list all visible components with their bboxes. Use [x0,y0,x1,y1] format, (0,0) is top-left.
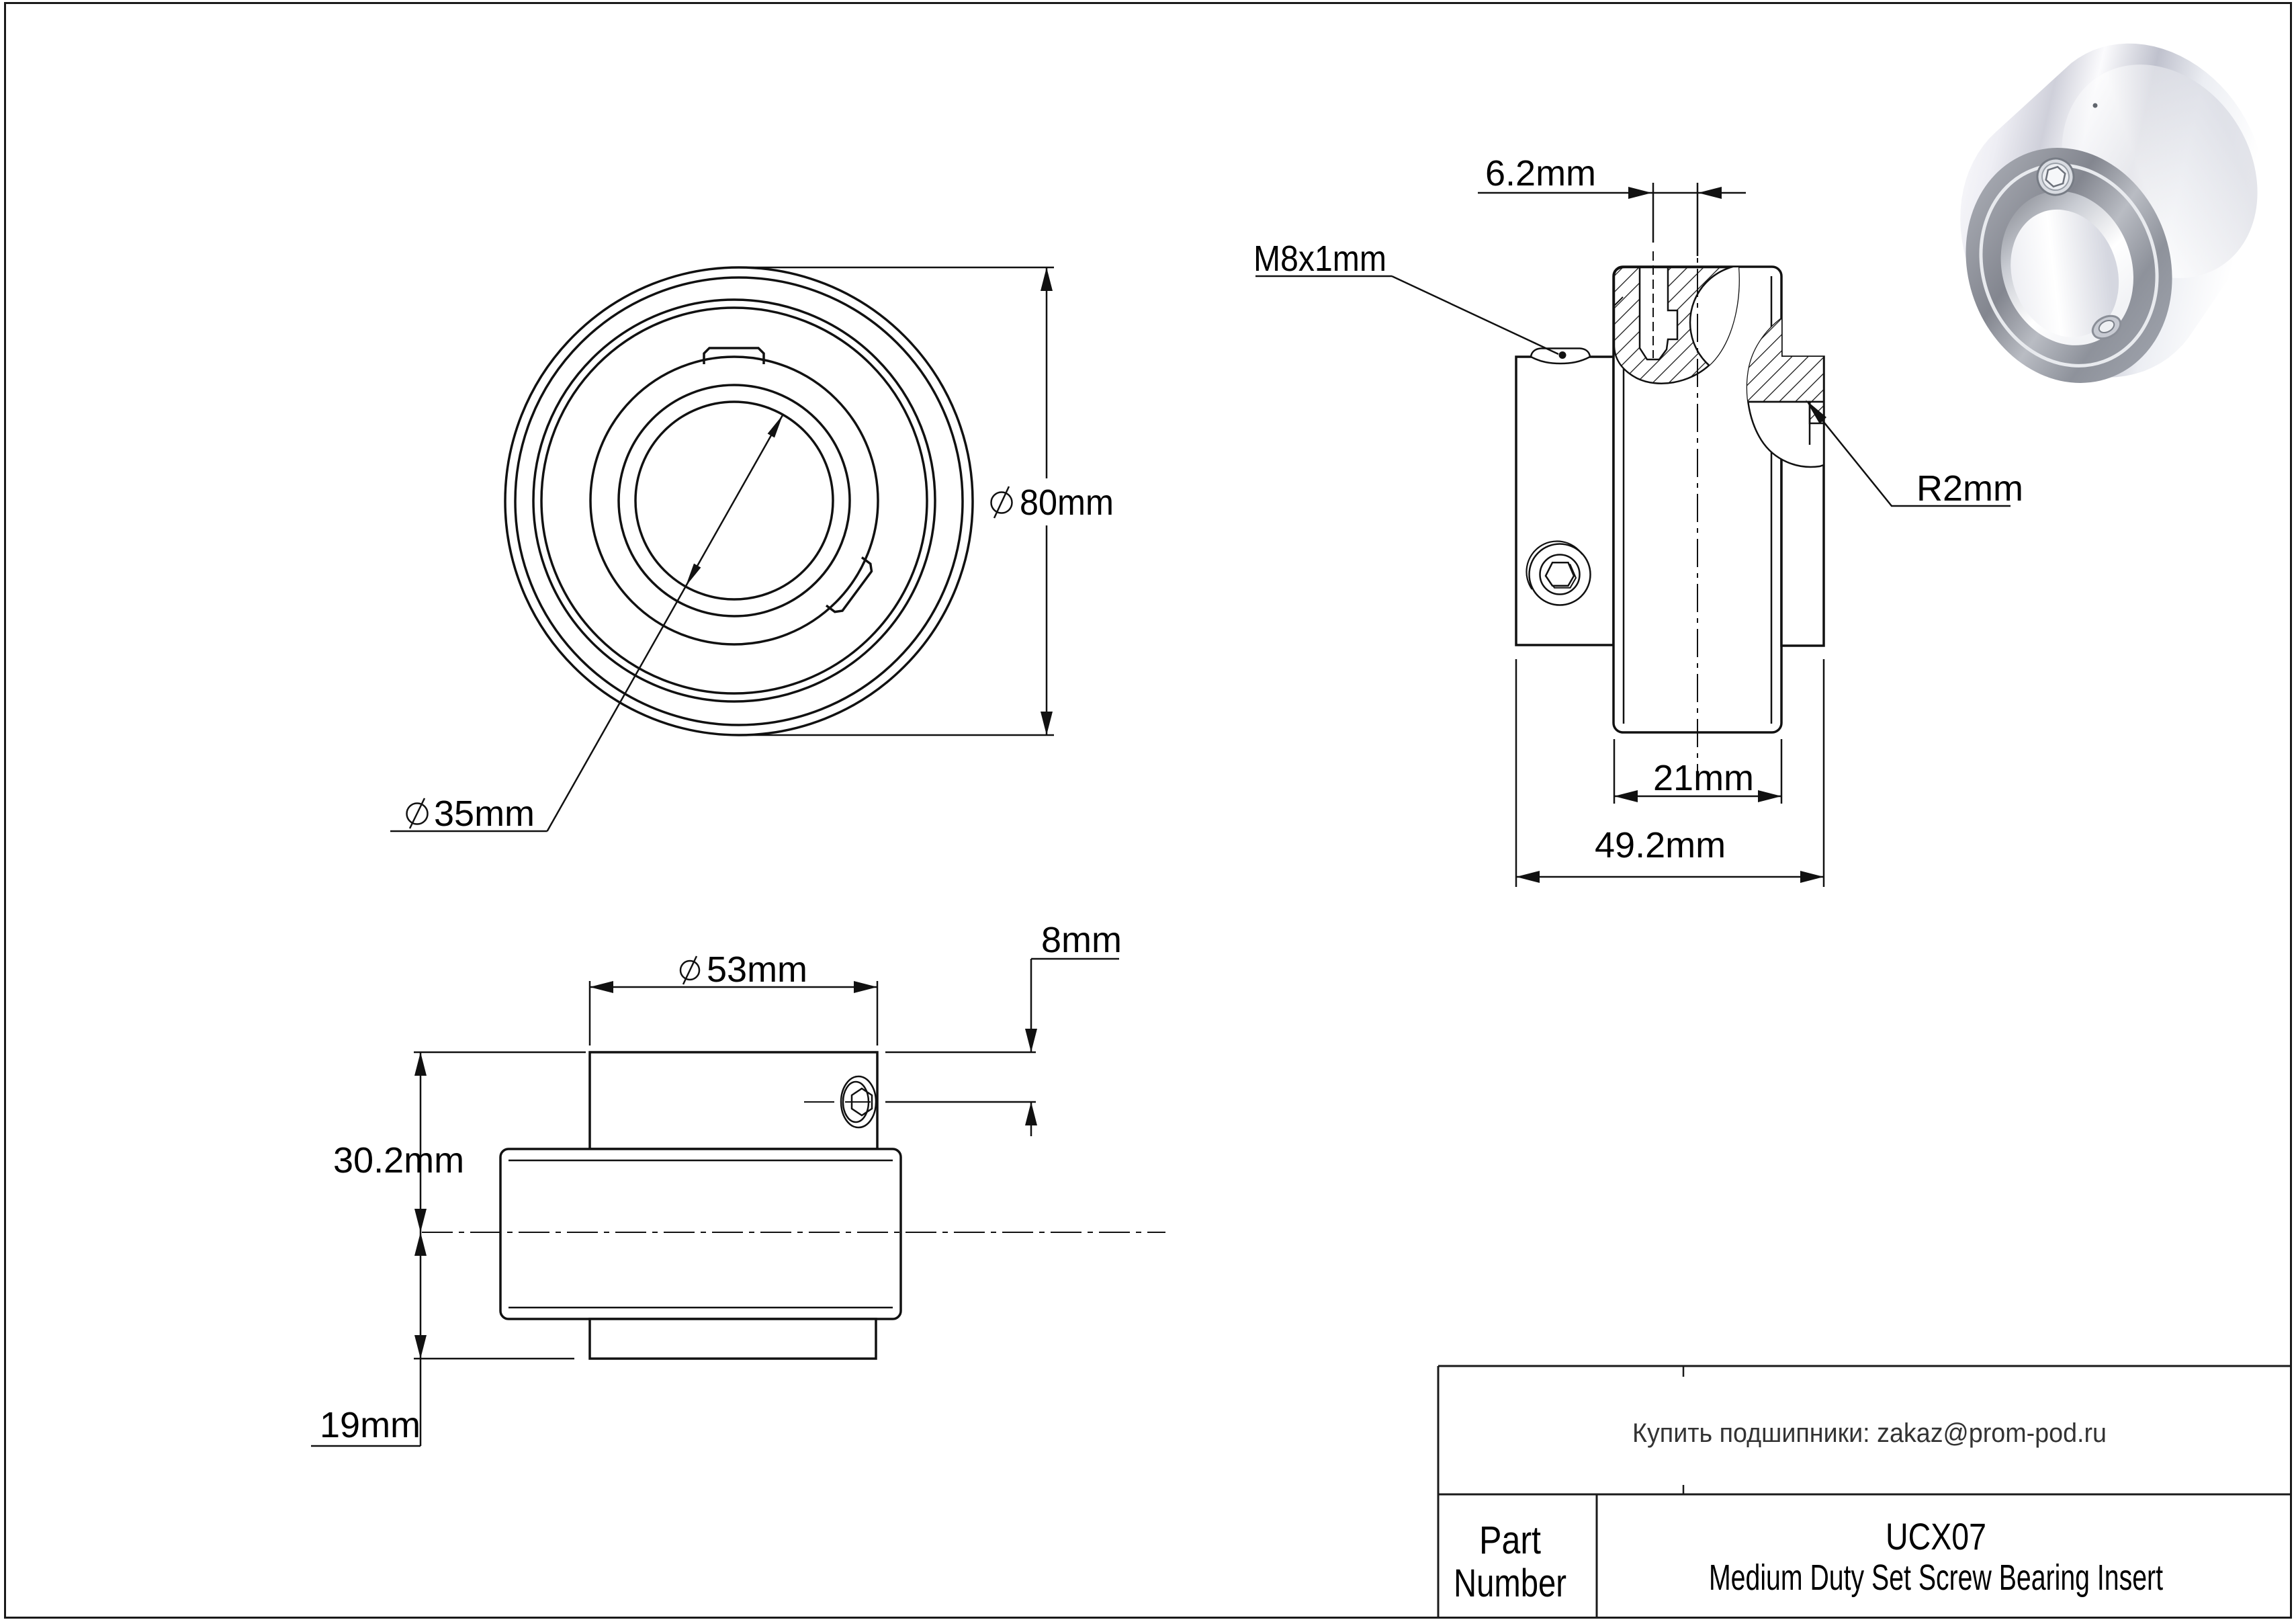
section-set-screw-tip [1530,347,1591,365]
dim35-arrow-upper [767,415,783,438]
section-breakout-top [1613,251,1740,384]
tb-contact: Купить подшипники: zakaz@prom-pod.ru [1632,1418,2107,1448]
dim492-arrow-left [1516,871,1540,883]
dim8-label: 8mm [1041,920,1122,960]
dim-inner-ring-width [1613,739,1783,804]
tb-part-number: UCX07 [1886,1515,1986,1557]
dim62-label: 6.2mm [1485,153,1596,194]
dim-bore-diameter [390,414,784,833]
page-border [4,2,2292,1619]
r2-leader [1814,411,2011,507]
label-fillet [1806,400,2011,507]
tb-description: Medium Duty Set Screw Bearing Insert [1709,1557,2163,1598]
dia-symbol-35-slash [408,798,426,829]
dim-heights [311,1051,586,1447]
hex-socket [1544,562,1575,587]
dim492-arrow-right [1800,871,1824,883]
dim492-label: 49.2mm [1595,825,1726,865]
r2-label: R2mm [1916,468,2023,509]
render-screw-2-socket [2098,319,2115,334]
dim62-arrow-right [1698,187,1722,199]
outer-ring-edge-circle [514,276,964,726]
thread-tick [1614,296,1624,306]
dim302-arrow-top [414,1052,427,1076]
circle-1 [1528,543,1591,606]
path-2 [825,556,873,613]
section-outer-ring-left [1515,355,1615,646]
r2-arrow [1806,400,1826,424]
dim80-arrow-bottom [1041,712,1053,735]
section-view [1515,224,1825,781]
dim302-label: 30.2mm [333,1140,464,1181]
section-thread-hole [1638,266,1679,361]
render-top-hole-dot [2092,103,2098,108]
render-hex-screw [2036,157,2075,196]
m8-leader [1391,275,1559,355]
dim53-label: 53mm [707,949,807,990]
side-outer-ring [499,1148,902,1320]
outer-ring-face-circle [532,298,936,703]
label-thread [1255,275,1559,355]
m8-label: M8x1mm [1253,239,1386,279]
screw-head-3d-arc [1526,540,1583,590]
dim-outer-diameter [739,266,1054,736]
dim21-arrow-left [1614,790,1638,802]
tb-part-label-1: Part [1479,1519,1541,1562]
dim19-arrow-top [414,1232,427,1256]
dim80-label: 80mm [1020,482,1114,523]
dim-screw-drop [885,957,1119,1136]
lock-tab-top [703,347,765,364]
render-bore-hole [2011,209,2119,337]
dim35-arrow-lower [685,563,701,587]
inner-ring-shoulder-circle [617,384,851,617]
dim21-label: 21mm [1653,758,1754,798]
side-view [422,1051,1165,1360]
circle-2 [1539,554,1581,595]
dim35-leader-diagonal [546,414,784,832]
path-1 [703,347,765,364]
dia-symbol-80 [990,491,1013,514]
dia-symbol-35 [406,802,429,825]
render-collar-inner-step [1979,163,2159,368]
dia-symbol-53-slash [682,955,698,985]
dim8-arrow-bottom [1025,1102,1037,1125]
path-4 [2045,165,2066,188]
side-sleeve-top [588,1051,879,1150]
set-screw-dot [1558,351,1566,359]
dim53-arrow-left [590,981,613,993]
dim-screw-offset [1478,183,1746,256]
lock-tab-lower-right [825,556,873,613]
side-sleeve-bottom [588,1318,877,1360]
front-view [504,266,974,736]
dim19-label: 19mm [320,1405,421,1445]
tb-part-label-2: Number [1454,1562,1566,1605]
dim21-arrow-right [1758,790,1781,802]
inner-ring-od-circle [589,355,879,646]
dim8-arrow-top [1025,1029,1037,1052]
outer-ring-groove-circle [540,306,928,695]
dim80-arrow-top [1041,267,1053,291]
bore-circle [634,400,834,601]
section-ball [1689,267,1739,382]
dim-overall-width [1515,659,1825,887]
dim35-label: 35mm [434,794,535,834]
dim19-arrow-bottom [414,1335,427,1359]
dim-sleeve-diameter [588,955,879,1045]
title-block [1437,1365,2291,1618]
section-hex-screw [1526,540,1591,606]
dim62-arrow-left [1628,187,1652,199]
outer-sphere-circle [504,266,974,736]
dia-symbol-53 [679,959,701,981]
render-3d [1960,43,2264,383]
dim302-arrow-bottom [414,1209,427,1232]
dim53-arrow-right [854,981,877,993]
side-screw-socket [850,1087,873,1117]
dia-symbol-80-slash [993,486,1010,519]
